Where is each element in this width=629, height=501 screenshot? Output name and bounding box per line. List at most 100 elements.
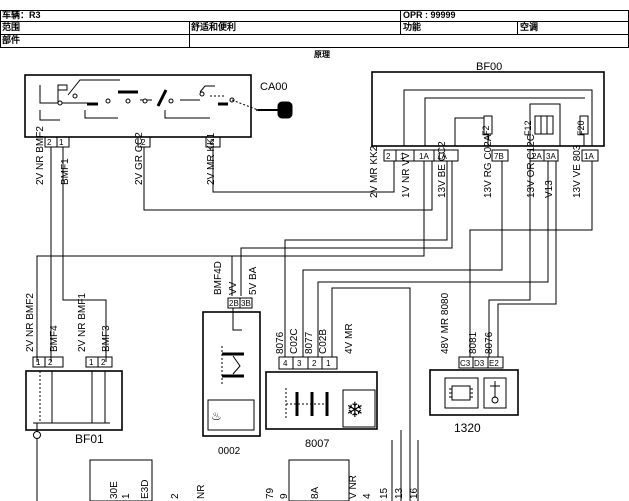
ca00-label: CA00 — [260, 81, 288, 93]
pin-label: 3 — [297, 359, 302, 368]
function-label: 功能 — [403, 22, 422, 32]
pin-label: 1A — [584, 152, 594, 161]
wire-label: BMF1 — [60, 158, 71, 185]
wire-label: 13 — [394, 487, 405, 499]
pin-label: 2 — [312, 359, 317, 368]
pin-label: 1 — [36, 358, 41, 367]
pin-label: 3B — [241, 299, 251, 308]
wire-ba — [240, 161, 453, 296]
pin-label: 2B — [229, 299, 239, 308]
wire-c02c — [284, 161, 448, 357]
header-rule — [0, 10, 1, 47]
pin-label: 3A — [546, 152, 556, 161]
bf01-connector-2 — [85, 356, 113, 368]
c1320-ecu-box — [444, 377, 479, 409]
bf01-box — [25, 370, 123, 431]
chip-icon — [449, 388, 473, 398]
wire-label: 2 — [170, 493, 181, 499]
part-label: 部件 — [2, 35, 21, 45]
bf01-connector-1 — [32, 356, 64, 368]
wire-label: 13V VE 803 — [572, 144, 583, 198]
wire-label: C02B — [318, 329, 329, 354]
wire-label: 79 — [265, 487, 276, 499]
wire-8076 — [488, 161, 531, 357]
scope-value: 舒适和便利 — [191, 22, 237, 32]
wire-label: 13V OR C12C — [526, 134, 537, 198]
header-rule — [0, 34, 629, 35]
c1320-connector — [458, 356, 504, 369]
wire-label: 8A — [310, 486, 321, 499]
pin-label: 1A — [437, 152, 447, 161]
lamp-icon: ♨ — [211, 409, 222, 423]
pin-label: 2 — [47, 138, 52, 147]
wire-label: 8077 — [304, 331, 315, 354]
c0002-label: 0002 — [218, 446, 241, 457]
c8007-label: 8007 — [305, 438, 329, 450]
wire-c12c — [317, 161, 549, 357]
c8007-fan-box — [342, 389, 376, 428]
pin-label: 2 — [210, 138, 215, 147]
wire-label: 13V BE CC2 — [437, 141, 448, 198]
c0002-box — [202, 311, 261, 437]
fuse-f12 — [534, 115, 554, 135]
pin-label: 4 — [283, 359, 288, 368]
wire-label: C02C — [289, 328, 300, 354]
pin-label: 2 — [48, 358, 53, 367]
pin-label: C3 — [460, 359, 471, 368]
header-rule — [0, 47, 629, 48]
wire-kk — [212, 147, 395, 193]
wire-label: 13V RG C02A — [483, 134, 494, 198]
pin-label: 2 — [141, 138, 146, 147]
c1320-sensor-box — [483, 377, 507, 409]
bf00-label: BF00 — [476, 61, 502, 73]
wire-label: 15 — [379, 487, 390, 499]
wire-label: 30E — [109, 481, 120, 499]
wire-c02a — [302, 161, 503, 357]
bf00-connector-4 — [581, 149, 599, 162]
pin-label: 2A — [532, 152, 542, 161]
pin-label: 1 — [89, 358, 94, 367]
bf01-label: BF01 — [75, 432, 104, 446]
bf00-connector-2 — [491, 149, 509, 162]
wire-label: VV — [228, 281, 239, 295]
bottom-component-mid — [288, 459, 350, 501]
bf00-connector-1 — [383, 149, 459, 162]
header-rule — [517, 21, 518, 34]
wire-vv — [36, 161, 425, 362]
ca00-switch-internals — [39, 79, 293, 121]
wire-label: 2V NR BMF2 — [35, 126, 46, 185]
section-title: 原理 — [314, 50, 330, 59]
wire-bmf1-route — [62, 232, 107, 362]
fuse-f20-label: F20 — [576, 120, 586, 136]
bottom-component-left — [89, 459, 153, 501]
wire-label: 5V BA — [248, 266, 259, 295]
wire-8081 — [497, 161, 557, 357]
pin-label: 1 — [59, 138, 64, 147]
wire-label: E3D — [140, 480, 151, 499]
temperature-sensor-icon — [490, 381, 500, 404]
wire-label: 9 — [279, 493, 290, 499]
scope-label: 范围 — [2, 22, 21, 32]
wire-label: 2V MR KK2 — [369, 145, 380, 198]
header-table: 车辆：R3 OPR : 99999 范围 舒适和便利 功能 空调 部件 原理 — [0, 0, 629, 60]
wire-cc2 — [143, 147, 433, 211]
pin-label: 7B — [494, 152, 504, 161]
function-value: 空调 — [520, 22, 539, 32]
wire-label: BMF3 — [101, 325, 112, 352]
wire-label: V13 — [544, 180, 555, 198]
header-rule — [189, 21, 190, 47]
c1320-box — [429, 369, 519, 416]
pin-label: 1 — [400, 152, 405, 161]
c1320-label: 1320 — [454, 421, 481, 435]
pin-label: 1A — [419, 152, 429, 161]
wire-label: NR — [196, 485, 207, 499]
wire-label: 4V MR — [344, 323, 355, 354]
snowflake-icon: ❄ — [346, 399, 364, 422]
vehicle-label: 车辆：R3 — [2, 10, 41, 20]
pin-label: 2 — [101, 358, 106, 367]
wire-label: 2V NR BMF1 — [77, 293, 88, 352]
pin-label: 1 — [326, 359, 331, 368]
wire-label: V NR — [348, 475, 359, 499]
fuse-f2-label: F2 — [481, 125, 491, 136]
wire-label: 8076 — [275, 331, 286, 354]
